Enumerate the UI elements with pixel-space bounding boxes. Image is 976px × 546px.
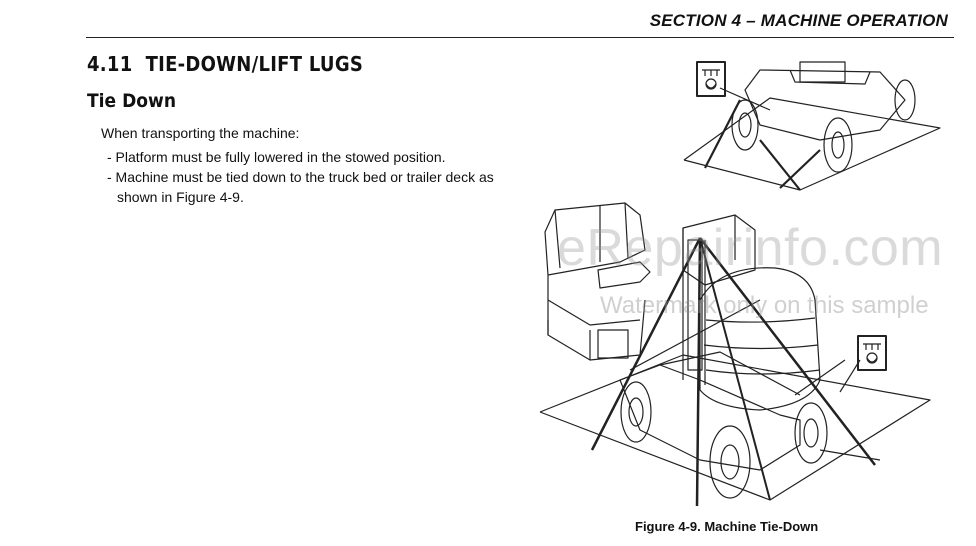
tie-down-symbol-icon: [857, 335, 887, 371]
tie-down-symbol-icon: [696, 61, 726, 97]
header-divider: [86, 37, 954, 38]
list-item: - Machine must be tied down to the truck…: [107, 169, 494, 205]
watermark-note: Watermark only on this sample: [600, 292, 929, 319]
figure-caption: Figure 4-9. Machine Tie-Down: [635, 519, 819, 534]
intro-text: When transporting the machine:: [101, 125, 300, 141]
section-header: SECTION 4 – MACHINE OPERATION: [649, 11, 948, 30]
main-machine-view: [539, 202, 931, 507]
watermark: eRepairinfo.com: [557, 219, 944, 277]
detail-view: [683, 61, 941, 191]
subsection-title: Tie Down: [87, 90, 177, 112]
instruction-list: - Platform must be fully lowered in the …: [107, 147, 517, 207]
section-title: 4.11 TIE-DOWN/LIFT LUGS: [87, 52, 364, 76]
list-item: - Platform must be fully lowered in the …: [107, 149, 446, 165]
